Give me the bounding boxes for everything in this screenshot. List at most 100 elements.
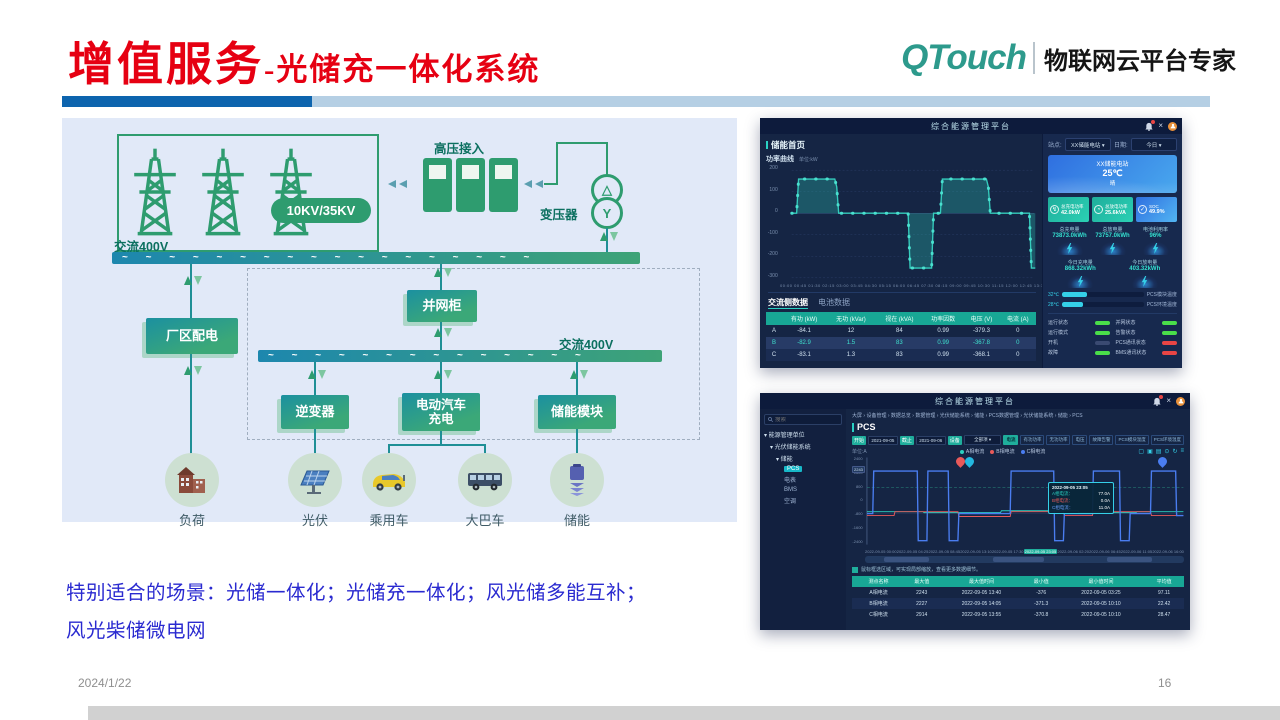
page-title: 增值服务-光储充一体化系统 <box>68 28 540 94</box>
lightning-icon: ↯ <box>1050 205 1059 214</box>
btn-pcs-ambient-temp[interactable]: PCS环境温度 <box>1150 435 1184 445</box>
bell-icon[interactable] <box>1153 394 1164 406</box>
close-icon[interactable]: × <box>1166 396 1171 405</box>
tree-item-meter[interactable]: 电表 <box>784 478 797 484</box>
title-underline-accent <box>62 96 312 107</box>
scenario-text-line2: 风光柴储微电网 <box>66 620 207 642</box>
status-pill <box>1094 350 1110 355</box>
avatar[interactable] <box>1176 396 1185 406</box>
legend-phase-a[interactable]: A相电流 <box>959 448 984 455</box>
legend-dot-b <box>990 449 995 454</box>
search-icon <box>768 417 773 422</box>
end-date-input[interactable]: 2021-09-06 <box>915 435 946 445</box>
start-date-input[interactable]: 2021-09-05 <box>868 435 898 445</box>
tree-item-hvac[interactable]: 空调 <box>784 499 797 505</box>
lightning-glow-icon <box>1067 274 1094 288</box>
breadcrumb[interactable]: 大屏 › 设备管理 › 数据总览 › 数据管理 › 光伏储能系统 › 储能 › … <box>852 413 1083 419</box>
legend-phase-b[interactable]: B相电流 <box>990 448 1015 455</box>
tree-item-bms[interactable]: BMS <box>784 487 798 493</box>
status-pill <box>1094 320 1110 325</box>
power-curve-svg <box>790 169 1036 279</box>
notification-dot <box>1151 119 1156 124</box>
tab-battery-data[interactable]: 电池数据 <box>818 298 850 307</box>
device-select[interactable]: 全部项 ▾ <box>963 435 1002 445</box>
wire <box>314 429 316 455</box>
legend-dot-c <box>1020 449 1025 454</box>
toolbar-icon[interactable]: ≡ <box>1180 448 1184 454</box>
lightning-glow-icon <box>1131 274 1158 288</box>
search-input[interactable] <box>775 416 835 423</box>
end-date-chip: 截止 <box>899 435 914 445</box>
switchgear-cabinet <box>489 158 518 212</box>
dash1-tabs: 交流侧数据 电池数据 <box>768 292 1036 309</box>
tree-node-pv-system[interactable]: ▾ 光伏储能系统 <box>770 445 811 451</box>
tab-ac-data[interactable]: 交流侧数据 <box>768 298 808 309</box>
wire <box>440 264 442 290</box>
dash1-chart-unit: 单位:kW <box>799 157 818 163</box>
close-icon[interactable]: × <box>1158 121 1163 130</box>
btn-active-power[interactable]: 有功功率 <box>1020 435 1045 445</box>
toolbar-icon[interactable]: ▤ <box>1155 449 1162 455</box>
btn-current[interactable]: 电流 <box>1003 435 1019 445</box>
tree-node-storage[interactable]: ▾ 储能 <box>776 457 793 463</box>
sidebar-search[interactable] <box>764 414 842 425</box>
chart-tooltip: 2022-09-05 23:05 A相电流：77.0A B相电流：0.0A C相… <box>1048 482 1114 514</box>
pv-storage-dashed-boundary <box>247 268 700 440</box>
bottom-gray-bar <box>88 706 1280 720</box>
status-item: 告警状态 <box>1116 329 1177 336</box>
voltage-pill: 10KV/35KV <box>271 198 371 223</box>
wire <box>556 142 607 144</box>
tree-root[interactable]: ▾ 能源管理单位 <box>764 433 805 439</box>
date-select[interactable]: 今日 ▾ <box>1130 138 1177 151</box>
dash1-titlebar: 综合能源管理平台 × <box>760 118 1182 134</box>
device-tree-sidebar: ▾ 能源管理单位 ▾ 光伏储能系统 ▾ 储能 PCS 电表 BMS 空调 <box>760 409 846 630</box>
scenario-text-line1: 特别适合的场景：光储一体化；光储充一体化；风光储多能互补； <box>66 582 647 604</box>
toolbar-icon[interactable]: ⊙ <box>1164 449 1170 455</box>
bidirectional-arrow-icon <box>184 366 202 375</box>
btn-voltage[interactable]: 电压 <box>1072 435 1088 445</box>
btn-reactive-power[interactable]: 无功功率 <box>1046 435 1071 445</box>
tree-item-pcs[interactable]: PCS <box>764 466 842 472</box>
notification-dot <box>1159 394 1164 399</box>
status-item: BMS通讯状态 <box>1116 349 1177 356</box>
pcs-dashboard-screenshot: 综合能源管理平台 × ▾ 能源管理单位 ▾ 光伏储能系统 ▾ 储能 PCS 电表 <box>760 393 1190 630</box>
toolbar-icon[interactable]: ↻ <box>1172 449 1178 455</box>
status-pill <box>1094 340 1110 345</box>
status-item: 运行状态 <box>1048 319 1110 326</box>
btn-pcs-module-temp[interactable]: PCS模块温度 <box>1115 435 1149 445</box>
btn-fault-alarm[interactable]: 故障告警 <box>1089 435 1114 445</box>
status-item: 并网状态 <box>1116 319 1177 326</box>
bidirectional-arrow-icon <box>600 232 618 241</box>
toolbar-icon[interactable]: ▣ <box>1147 449 1153 455</box>
phase-a-line <box>866 510 1184 514</box>
lightning-glow-icon <box>1142 241 1169 255</box>
station-select[interactable]: XX储能电站 ▾ <box>1064 138 1111 151</box>
legend-dot-a <box>959 449 964 454</box>
station-info-card: XX储能电站 25℃ 晴 <box>1048 155 1177 193</box>
filter-bar: 开始 2021-09-05 截止 2021-09-06 设备 全部项 ▾ 电流 … <box>852 435 1184 445</box>
flow-arrows-right-icon <box>524 180 546 188</box>
bell-icon[interactable] <box>1145 119 1156 131</box>
solar-panel-icon <box>288 453 342 507</box>
legend-phase-c[interactable]: C相电流 <box>1020 448 1045 455</box>
toolbar-icon[interactable]: ▢ <box>1138 449 1145 455</box>
storage-module-box: 储能模块 <box>538 395 616 429</box>
power-line-dots <box>790 177 1036 270</box>
logo-tagline: 物联网云平台专家 <box>1044 47 1236 75</box>
grid-connection-cabinet-box: 并网柜 <box>407 290 477 322</box>
wire <box>484 444 486 455</box>
avatar[interactable] <box>1168 121 1177 131</box>
current-curves-svg <box>866 457 1184 545</box>
time-range-slider[interactable] <box>865 556 1184 563</box>
